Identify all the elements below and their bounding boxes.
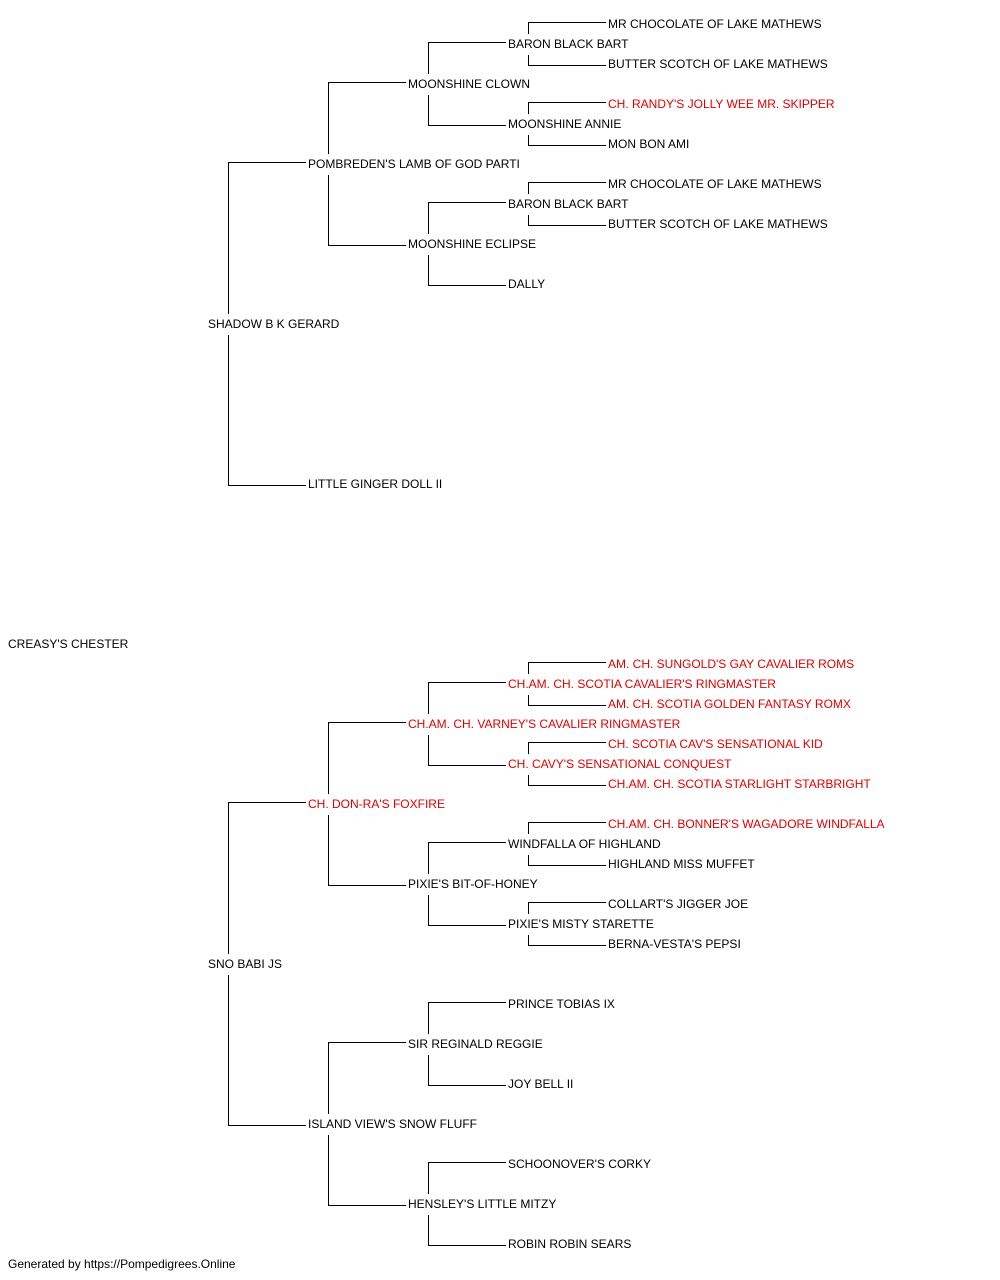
ancestor-dsddd[interactable]: BERNA-VESTA'S PEPSI [608, 937, 741, 951]
ancestor-d[interactable]: SNO BABI JS [208, 957, 283, 971]
ancestor-dsds[interactable]: WINDFALLA OF HIGHLAND [508, 837, 661, 851]
ancestor-ssssd[interactable]: BUTTER SCOTCH OF LAKE MATHEWS [608, 57, 828, 71]
ancestor-ddds[interactable]: SCHOONOVER'S CORKY [508, 1157, 651, 1171]
ancestor-dsss[interactable]: CH.AM. CH. SCOTIA CAVALIER'S RINGMASTER [508, 677, 776, 691]
ancestor-s[interactable]: SHADOW B K GERARD [208, 317, 340, 331]
ancestor-ddsd[interactable]: JOY BELL II [508, 1077, 574, 1091]
ancestor-ssss[interactable]: BARON BLACK BART [508, 37, 629, 51]
ancestor-ddd[interactable]: HENSLEY'S LITTLE MITZY [408, 1197, 557, 1211]
ancestor-dssd[interactable]: CH. CAVY'S SENSATIONAL CONQUEST [508, 757, 732, 771]
ancestor-ssdss[interactable]: MR CHOCOLATE OF LAKE MATHEWS [608, 177, 822, 191]
ancestor-dssdd[interactable]: CH.AM. CH. SCOTIA STARLIGHT STARBRIGHT [608, 777, 871, 791]
ancestor-dddd[interactable]: ROBIN ROBIN SEARS [508, 1237, 632, 1251]
footer-credit: Generated by https://Pompedigrees.Online [8, 1257, 236, 1271]
ancestor-sd[interactable]: LITTLE GINGER DOLL II [308, 477, 443, 491]
ancestor-sssds[interactable]: CH. RANDY'S JOLLY WEE MR. SKIPPER [608, 97, 835, 111]
subject-name[interactable]: CREASY'S CHESTER [8, 637, 129, 651]
ancestor-ssds[interactable]: BARON BLACK BART [508, 197, 629, 211]
ancestor-dds[interactable]: SIR REGINALD REGGIE [408, 1037, 543, 1051]
ancestor-ssdsd[interactable]: BUTTER SCOTCH OF LAKE MATHEWS [608, 217, 828, 231]
ancestor-sssss[interactable]: MR CHOCOLATE OF LAKE MATHEWS [608, 17, 822, 31]
ancestor-dssss[interactable]: AM. CH. SUNGOLD'S GAY CAVALIER ROMS [608, 657, 855, 671]
ancestor-dss[interactable]: CH.AM. CH. VARNEY'S CAVALIER RINGMASTER [408, 717, 681, 731]
ancestor-dssds[interactable]: CH. SCOTIA CAV'S SENSATIONAL KID [608, 737, 823, 751]
ancestor-ddss[interactable]: PRINCE TOBIAS IX [508, 997, 615, 1011]
ancestor-sss[interactable]: MOONSHINE CLOWN [408, 77, 531, 91]
ancestor-sssd[interactable]: MOONSHINE ANNIE [508, 117, 622, 131]
ancestor-dsdss[interactable]: CH.AM. CH. BONNER'S WAGADORE WINDFALLA [608, 817, 885, 831]
ancestor-dsssd[interactable]: AM. CH. SCOTIA GOLDEN FANTASY ROMX [608, 697, 851, 711]
ancestor-sssdd[interactable]: MON BON AMI [608, 137, 690, 151]
ancestor-ss[interactable]: POMBREDEN'S LAMB OF GOD PARTI [308, 157, 520, 171]
ancestor-dsdd[interactable]: PIXIE'S MISTY STARETTE [508, 917, 654, 931]
ancestor-dsdds[interactable]: COLLART'S JIGGER JOE [608, 897, 749, 911]
ancestor-dsd[interactable]: PIXIE'S BIT-OF-HONEY [408, 877, 538, 891]
ancestor-dd[interactable]: ISLAND VIEW'S SNOW FLUFF [308, 1117, 477, 1131]
ancestor-dsdsd[interactable]: HIGHLAND MISS MUFFET [608, 857, 755, 871]
ancestor-ds[interactable]: CH. DON-RA'S FOXFIRE [308, 797, 445, 811]
ancestor-ssdd[interactable]: DALLY [508, 277, 546, 291]
ancestor-ssd[interactable]: MOONSHINE ECLIPSE [408, 237, 537, 251]
